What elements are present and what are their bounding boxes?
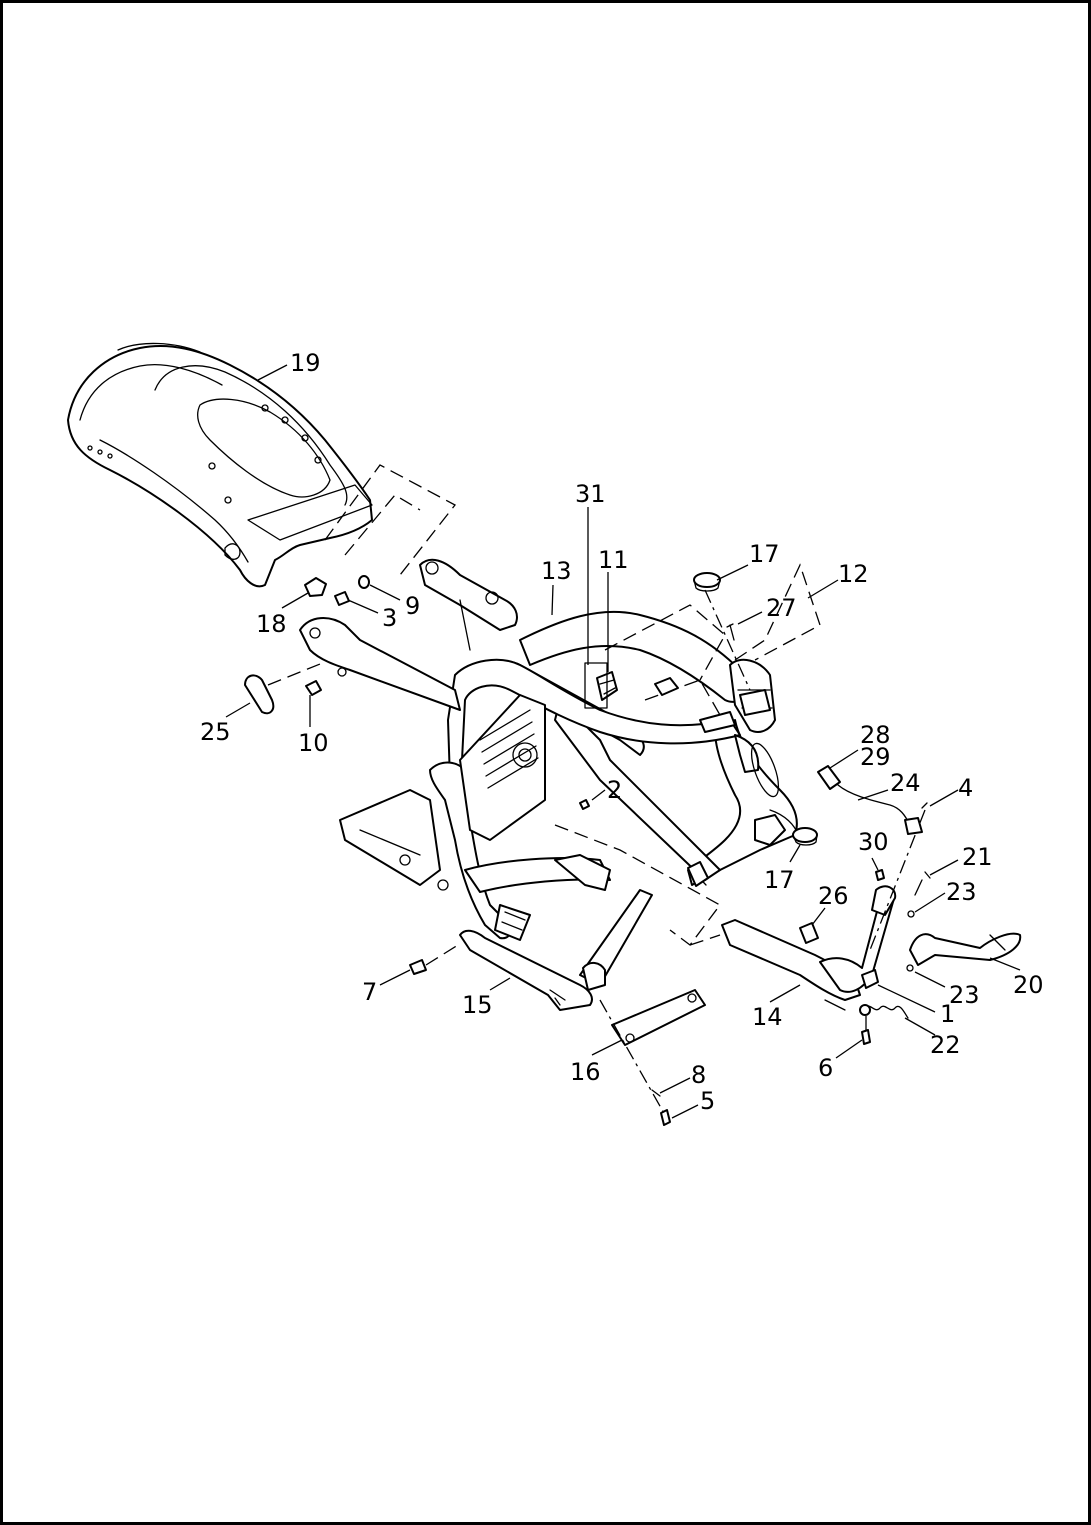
part-26-spacer [799,922,819,944]
callout-17-lower: 17 [764,866,795,894]
callout-22: 22 [930,1031,961,1059]
callout-1: 1 [940,1000,955,1028]
callout-3: 3 [382,604,397,632]
callout-28: 28 [860,721,891,749]
callout-31: 31 [575,480,606,508]
callout-2: 2 [607,776,622,804]
part-31-box [584,662,608,709]
callout-11: 11 [598,546,629,574]
callout-17-upper: 17 [749,540,780,568]
part-17-upper [693,572,721,592]
callouts: 19 31 11 13 17 12 27 9 3 18 25 10 28 29 … [200,349,1044,1115]
part-2-screw [579,799,590,810]
callout-9: 9 [405,592,420,620]
callout-6: 6 [818,1054,833,1082]
callout-25: 25 [200,718,231,746]
callout-12: 12 [838,560,869,588]
callout-8: 8 [691,1061,706,1089]
part-16-bracket [611,989,706,1046]
part-6-bolt [859,1004,871,1045]
part-24-sensor [817,765,923,835]
callout-10: 10 [298,729,329,757]
part-9-washer [358,575,370,589]
callout-15: 15 [462,991,493,1019]
callout-5: 5 [700,1087,715,1115]
rear-fender [67,342,373,588]
callout-18: 18 [256,610,287,638]
callout-7: 7 [362,978,377,1006]
callout-13: 13 [541,557,572,585]
leader-lines [225,364,1021,1119]
part-30-bolt [875,869,885,881]
part-22-spring [865,1005,909,1019]
part-4-screw [869,802,928,951]
callout-30: 30 [858,828,889,856]
part-5-screw [660,1109,671,1126]
part-23-lower [906,964,914,972]
part-12-block [654,677,679,696]
callout-14: 14 [752,1003,783,1031]
part-7-bolt [409,959,427,975]
callout-29: 29 [860,743,891,771]
callout-27: 27 [766,594,797,622]
part-1-pivot [861,969,879,989]
part-8-washer [651,1089,661,1097]
part-18-nut [304,577,327,597]
part-10-bolt [305,680,322,696]
part-21-pin [914,871,931,896]
part-23-upper [907,910,915,918]
part-17-lower [792,827,818,846]
callout-19: 19 [290,349,321,377]
callout-23-upper: 23 [946,878,977,906]
callout-24: 24 [890,769,921,797]
callout-21: 21 [962,843,993,871]
part-14-lower-rail-right [721,885,897,1011]
callout-23-lower: 23 [949,981,980,1009]
callout-16: 16 [570,1058,601,1086]
callout-20: 20 [1013,971,1044,999]
main-frame [299,558,799,941]
part-20-pedal [909,932,1022,966]
part-27-pin [726,623,735,641]
part-25-reflector [244,674,275,715]
part-15-lower-rail-left [459,889,653,1011]
part-3-bolt [334,591,350,606]
callout-4: 4 [958,774,973,802]
callout-26: 26 [818,882,849,910]
